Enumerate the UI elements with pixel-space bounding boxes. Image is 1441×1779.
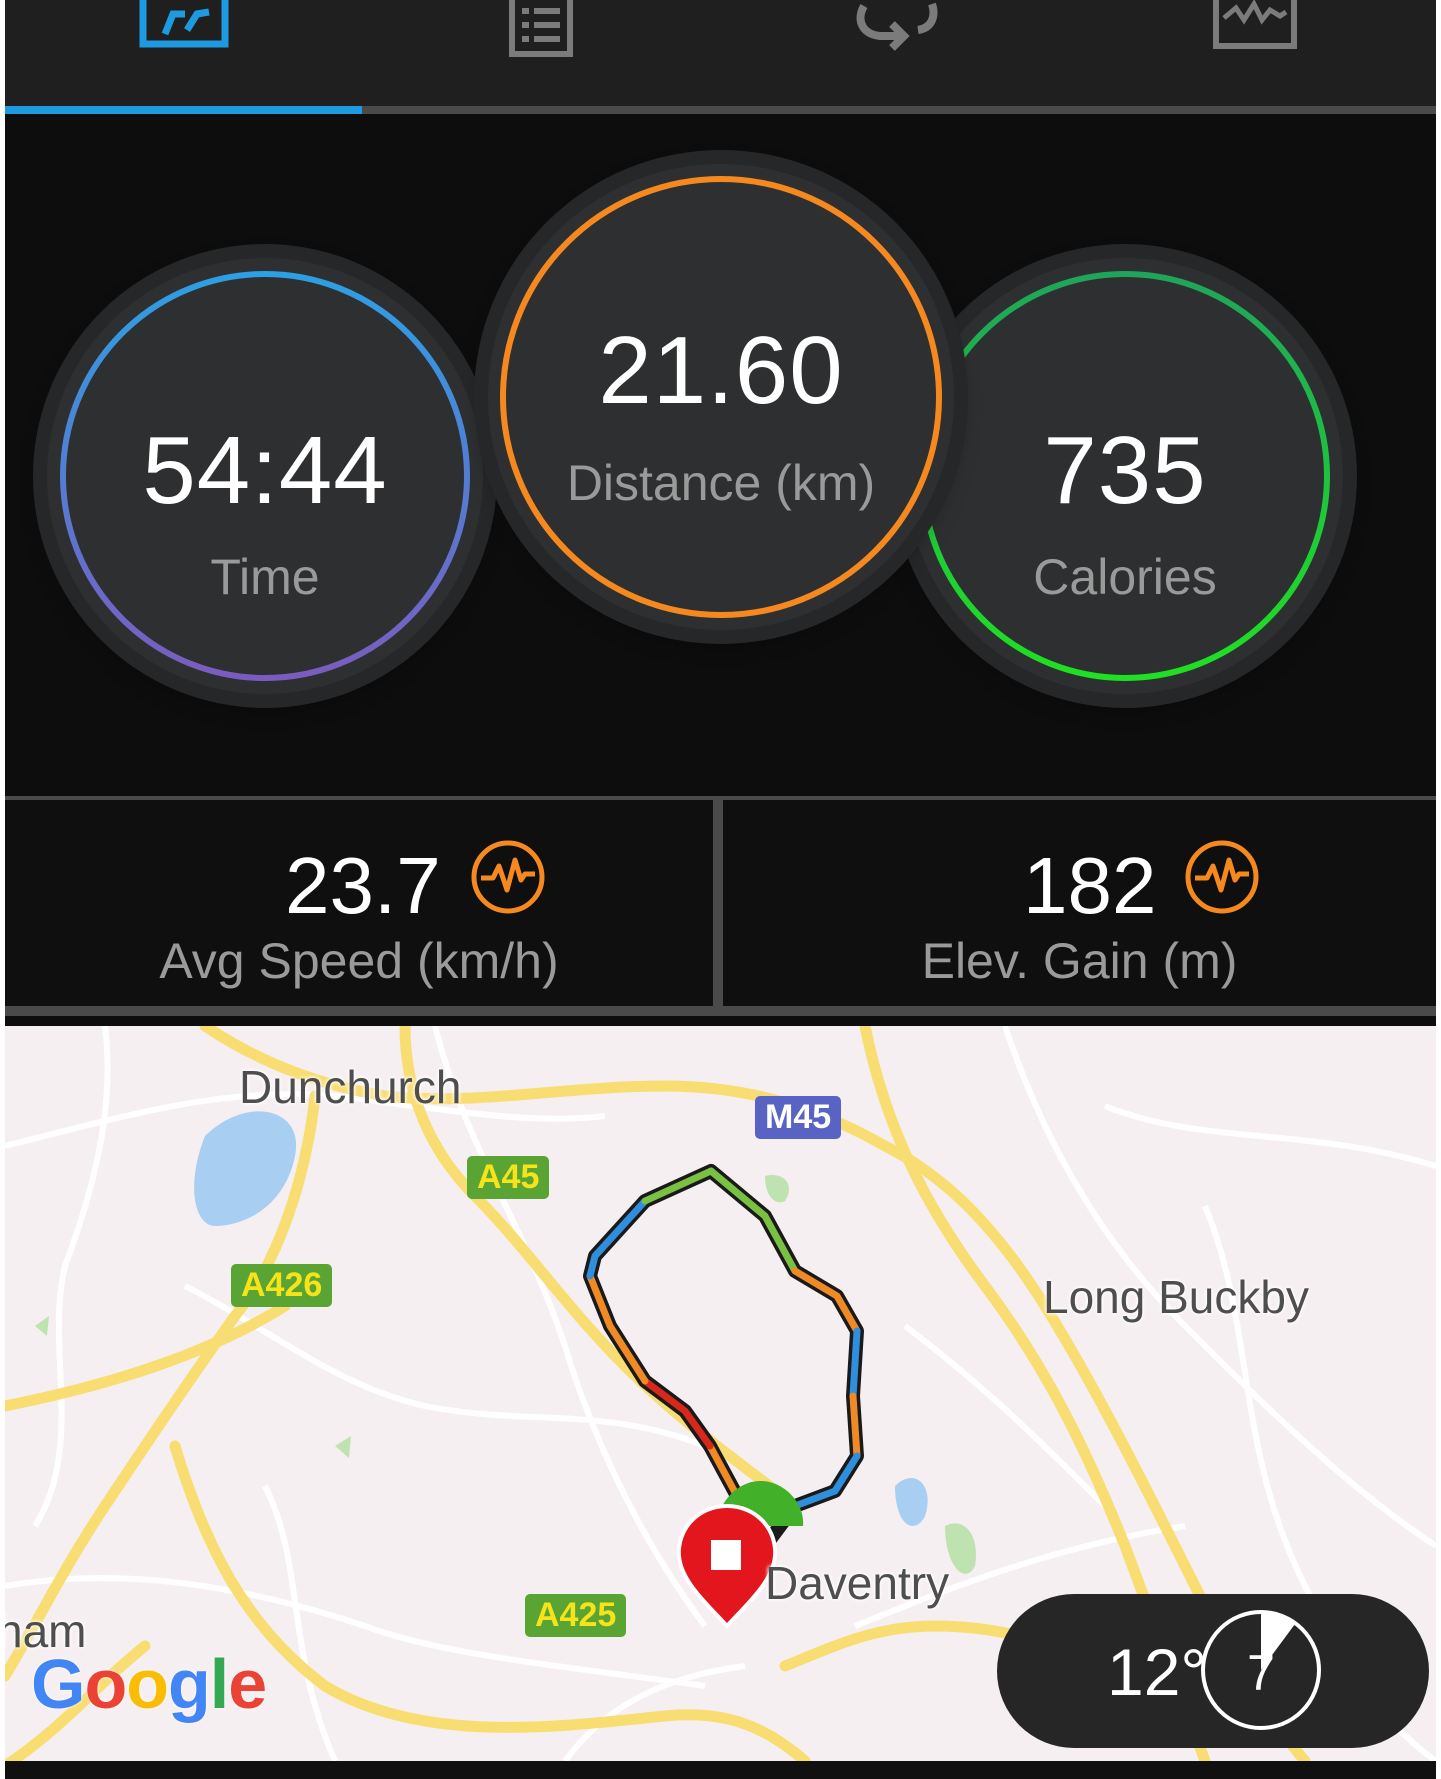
tab-charts[interactable] — [1076, 0, 1433, 106]
avg-speed-cell[interactable]: 23.7 Avg Speed (km/h) — [5, 800, 713, 1006]
activity-chart-icon — [471, 840, 545, 914]
stats-row: 23.7 Avg Speed (km/h) 182 Elev. Gain (m) — [5, 796, 1436, 1016]
time-value: 54:44 — [142, 417, 388, 524]
calories-label: Calories — [1033, 549, 1217, 605]
tab-overview[interactable] — [5, 0, 362, 106]
road-badge-a425: A425 — [525, 1594, 627, 1637]
laps-list-icon — [508, 0, 573, 57]
tab-laps[interactable] — [362, 0, 719, 106]
elev-gain-cell[interactable]: 182 Elev. Gain (m) — [723, 800, 1436, 1006]
overview-icon — [139, 0, 228, 48]
time-label: Time — [210, 549, 320, 605]
tab-splits[interactable] — [719, 0, 1076, 106]
map-background — [5, 1026, 1436, 1761]
tab-indicator-active — [5, 106, 362, 114]
tab-bar — [5, 0, 1436, 114]
time-ring: 54:44 Time — [47, 258, 483, 694]
avg-speed-value: 23.7 — [285, 841, 441, 930]
google-logo: Google — [31, 1645, 267, 1723]
road-badge-a426: A426 — [231, 1264, 333, 1307]
elev-gain-label: Elev. Gain (m) — [921, 933, 1238, 989]
place-label-daventry: Daventry — [765, 1557, 950, 1609]
route-map[interactable]: Dunchurch Long Buckby Daventry ham M45 A… — [5, 1026, 1436, 1761]
repeat-icon — [856, 2, 937, 51]
calories-value: 735 — [1043, 417, 1207, 524]
activity-chart-icon — [1185, 840, 1259, 914]
wind-speed-value: 7 — [1247, 1645, 1275, 1701]
summary-rings: 54:44 Time 735 Calories 21.60 Distance (… — [5, 114, 1436, 794]
activity-summary-screen: 54:44 Time 735 Calories 21.60 Distance (… — [5, 0, 1436, 1779]
place-label-dunchurch: Dunchurch — [239, 1061, 462, 1113]
avg-speed-label: Avg Speed (km/h) — [159, 933, 559, 989]
calories-ring: 735 Calories — [907, 258, 1343, 694]
distance-ring-stroke — [500, 176, 942, 618]
elev-gain-value: 182 — [1023, 841, 1157, 930]
weather-pill[interactable]: 12° 7 — [997, 1594, 1429, 1748]
road-badge-m45: M45 — [755, 1096, 842, 1139]
temperature-value: 12° — [1107, 1635, 1207, 1709]
distance-label: Distance (km) — [566, 455, 876, 511]
distance-ring: 21.60 Distance (km) — [488, 164, 954, 630]
bottom-bar — [5, 1761, 1436, 1779]
chart-icon — [1212, 0, 1297, 49]
wind-direction-icon — [1201, 1610, 1321, 1730]
place-label-long-buckby: Long Buckby — [1043, 1271, 1309, 1323]
tab-indicator-track — [5, 106, 1436, 114]
time-ring-stroke — [60, 271, 470, 681]
distance-value: 21.60 — [598, 317, 844, 424]
place-label-ham: ham — [5, 1605, 87, 1657]
road-badge-a45: A45 — [467, 1156, 550, 1199]
